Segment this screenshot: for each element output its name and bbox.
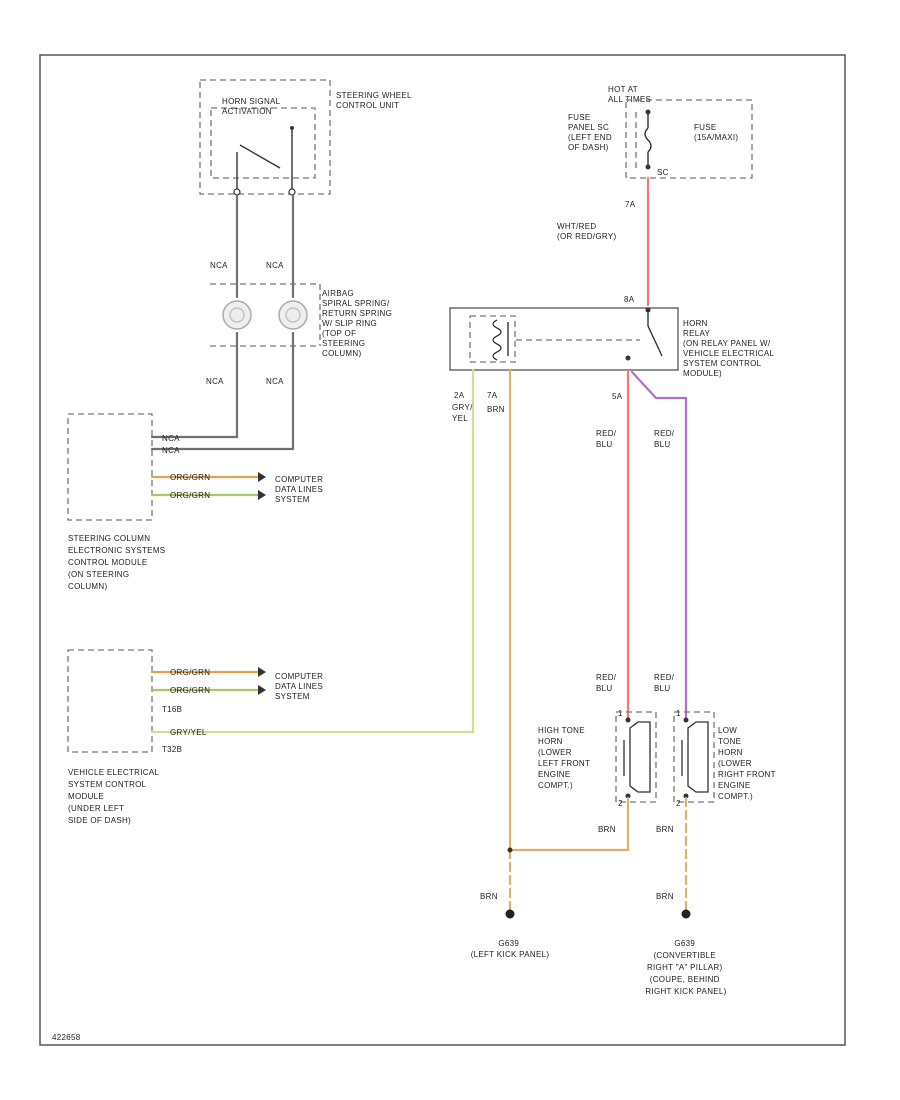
fuse-rating-label: FUSE (15A/MAXI) <box>694 123 738 142</box>
sc-pin-3: ORG/GRN <box>170 473 210 482</box>
relay-left-wires <box>471 368 512 852</box>
horn-switch-label: HORN SIGNAL ACTIVATION <box>222 97 283 116</box>
nca-label-2: NCA <box>266 261 284 270</box>
horn-input-right-color: RED/ BLU <box>654 673 677 693</box>
vehicle-electrical-module-label: VEHICLE ELECTRICAL SYSTEM CONTROL MODULE… <box>68 768 161 825</box>
relay-out-right-color: RED/ BLU <box>654 429 677 449</box>
spiral-spring-right-icon <box>278 300 308 330</box>
low-horn-ground-color: BRN <box>656 825 674 834</box>
ground-right-label: G639 (CONVERTIBLE RIGHT "A" PILLAR) (COU… <box>645 939 726 996</box>
nca-label-4: NCA <box>266 377 284 386</box>
diagram-frame <box>39 54 846 1046</box>
sc-pin-2: NCA <box>162 446 180 455</box>
airbag-spring-label: AIRBAG SPIRAL SPRING/ RETURN SPRING W/ S… <box>322 289 395 358</box>
ground-left-wire: BRN <box>480 892 498 901</box>
ground-left-label: G639 (LEFT KICK PANEL) <box>471 939 550 959</box>
relay-color-left1: GRY/ YEL <box>452 403 475 423</box>
fuse-pin-label: SC <box>657 168 669 177</box>
relay-pin-left2: 7A <box>487 391 498 400</box>
horn-relay: HORN RELAY (ON RELAY PANEL W/ VEHICLE EL… <box>449 307 776 423</box>
relay-pin-left1: 2A <box>454 391 465 400</box>
nca-label-3: NCA <box>206 377 224 386</box>
high-horn-pin2: 2 <box>618 799 623 808</box>
horn-input-right-pin: 1 <box>676 709 681 718</box>
hot-at-label: HOT AT ALL TIMES <box>608 85 651 104</box>
relay-pin-top: 8A <box>624 295 635 304</box>
switch-contact-icon <box>290 126 294 130</box>
ground-right-wire: BRN <box>656 892 674 901</box>
vem-data-lines-label: COMPUTER DATA LINES SYSTEM <box>275 672 326 701</box>
horn-relay-label: HORN RELAY (ON RELAY PANEL W/ VEHICLE EL… <box>683 319 776 378</box>
low-horn-label: LOW TONE HORN (LOWER RIGHT FRONT ENGINE … <box>718 726 778 801</box>
low-tone-horn: LOW TONE HORN (LOWER RIGHT FRONT ENGINE … <box>656 711 778 834</box>
horn-input-left-color: RED/ BLU <box>596 673 619 693</box>
relay-out-left-color: RED/ BLU <box>596 429 619 449</box>
steering-wheel-control-unit: HORN SIGNAL ACTIVATION STEERING WHEEL CO… <box>199 79 414 196</box>
spiral-spring-left-icon <box>222 300 252 330</box>
fuse-panel: HOT AT ALL TIMES FUSE PANEL SC (LEFT END… <box>568 85 753 179</box>
airbag-spiral-spring: AIRBAG SPIRAL SPRING/ RETURN SPRING W/ S… <box>210 283 395 358</box>
fuse-to-relay-wire: 7A WHT/RED (OR RED/GRY) 8A <box>557 176 650 307</box>
fuse-panel-label: FUSE PANEL SC (LEFT END OF DASH) <box>568 113 614 152</box>
relay-coil-icon <box>492 319 502 361</box>
fuse-wire-pin-top: 7A <box>625 200 636 209</box>
high-horn-label: HIGH TONE HORN (LOWER LEFT FRONT ENGINE … <box>538 726 593 790</box>
low-horn-icon <box>687 721 709 793</box>
vem-pin-2: ORG/GRN <box>170 686 210 695</box>
ground-right-icon <box>681 909 691 919</box>
low-horn-pin2: 2 <box>676 799 681 808</box>
ground-wires: BRN BRN <box>480 796 691 919</box>
steering-column-module: NCA NCA ORG/GRN ORG/GRN COMPUTER DATA LI… <box>67 413 326 591</box>
steering-column-module-label: STEERING COLUMN ELECTRONIC SYSTEMS CONTR… <box>68 534 168 591</box>
fuse-icon <box>644 127 652 153</box>
sc-data-lines-label: COMPUTER DATA LINES SYSTEM <box>275 475 326 504</box>
high-tone-horn: HIGH TONE HORN (LOWER LEFT FRONT ENGINE … <box>538 711 657 834</box>
vem-pin-1: ORG/GRN <box>170 668 210 677</box>
sc-pin-4: ORG/GRN <box>170 491 210 500</box>
corner-code: 422658 <box>52 1033 81 1042</box>
vem-conn-1: T16B <box>162 705 182 714</box>
steering-wheel-label: STEERING WHEEL CONTROL UNIT <box>336 91 414 110</box>
steering-wheel-wires: NCA NCA <box>210 194 295 299</box>
sc-pin-1: NCA <box>162 434 180 443</box>
high-horn-ground-color: BRN <box>598 825 616 834</box>
vem-pin-3: GRY/YEL <box>170 728 207 737</box>
vehicle-electrical-module: ORG/GRN ORG/GRN T16B GRY/YEL T32B COMPUT… <box>67 392 475 825</box>
relay-output-wires: RED/ BLU RED/ BLU RED/ BLU RED/ BLU 1 1 <box>596 370 688 720</box>
spring-to-module-wires: NCA NCA <box>150 331 295 451</box>
relay-pin-out: 5A <box>612 392 623 401</box>
relay-color-left2: BRN <box>487 405 505 414</box>
high-horn-icon <box>629 721 651 793</box>
relay-switch-icon <box>647 325 663 357</box>
nca-label-1: NCA <box>210 261 228 270</box>
ground-labels: G639 (LEFT KICK PANEL) G639 (CONVERTIBLE… <box>471 939 727 996</box>
vem-conn-2: T32B <box>162 745 182 754</box>
horn-input-left-pin: 1 <box>618 709 623 718</box>
fuse-wire-color: WHT/RED (OR RED/GRY) <box>557 222 616 241</box>
ground-left-icon <box>505 909 515 919</box>
